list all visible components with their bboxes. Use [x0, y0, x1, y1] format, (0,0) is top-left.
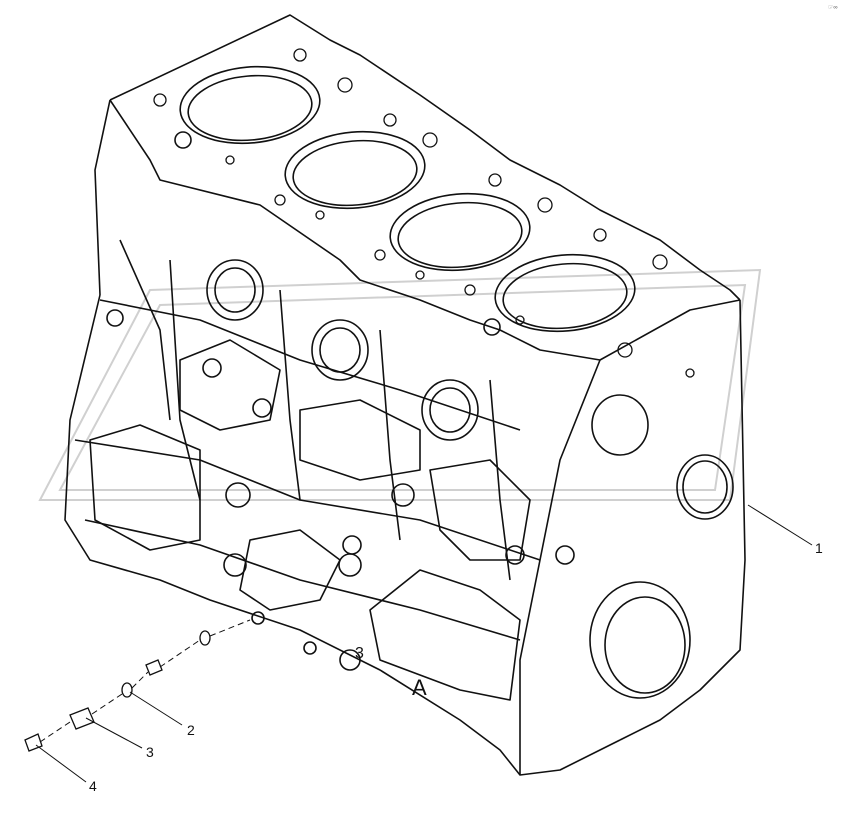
washer-part-2	[121, 682, 133, 698]
deck-holes	[153, 48, 695, 378]
side-ports	[106, 131, 734, 699]
cast-letter-a: A	[412, 675, 427, 700]
washer-part	[199, 630, 211, 646]
assembly-lines	[39, 619, 251, 743]
cap-bolt-part	[24, 733, 43, 752]
plug-bolt-part	[145, 659, 163, 676]
small-parts	[24, 630, 211, 752]
callout-1: 1	[815, 540, 823, 556]
engine-block-drawing	[64, 14, 746, 776]
cast-digit-3: 3	[355, 645, 364, 662]
leader-lines	[35, 504, 813, 783]
callout-2: 2	[187, 722, 195, 738]
callout-3: 3	[146, 744, 154, 760]
cylinder-bores	[179, 65, 636, 333]
corner-mark: ☞∞	[828, 5, 838, 11]
fitting-part	[69, 707, 95, 730]
callout-4: 4	[89, 778, 97, 794]
